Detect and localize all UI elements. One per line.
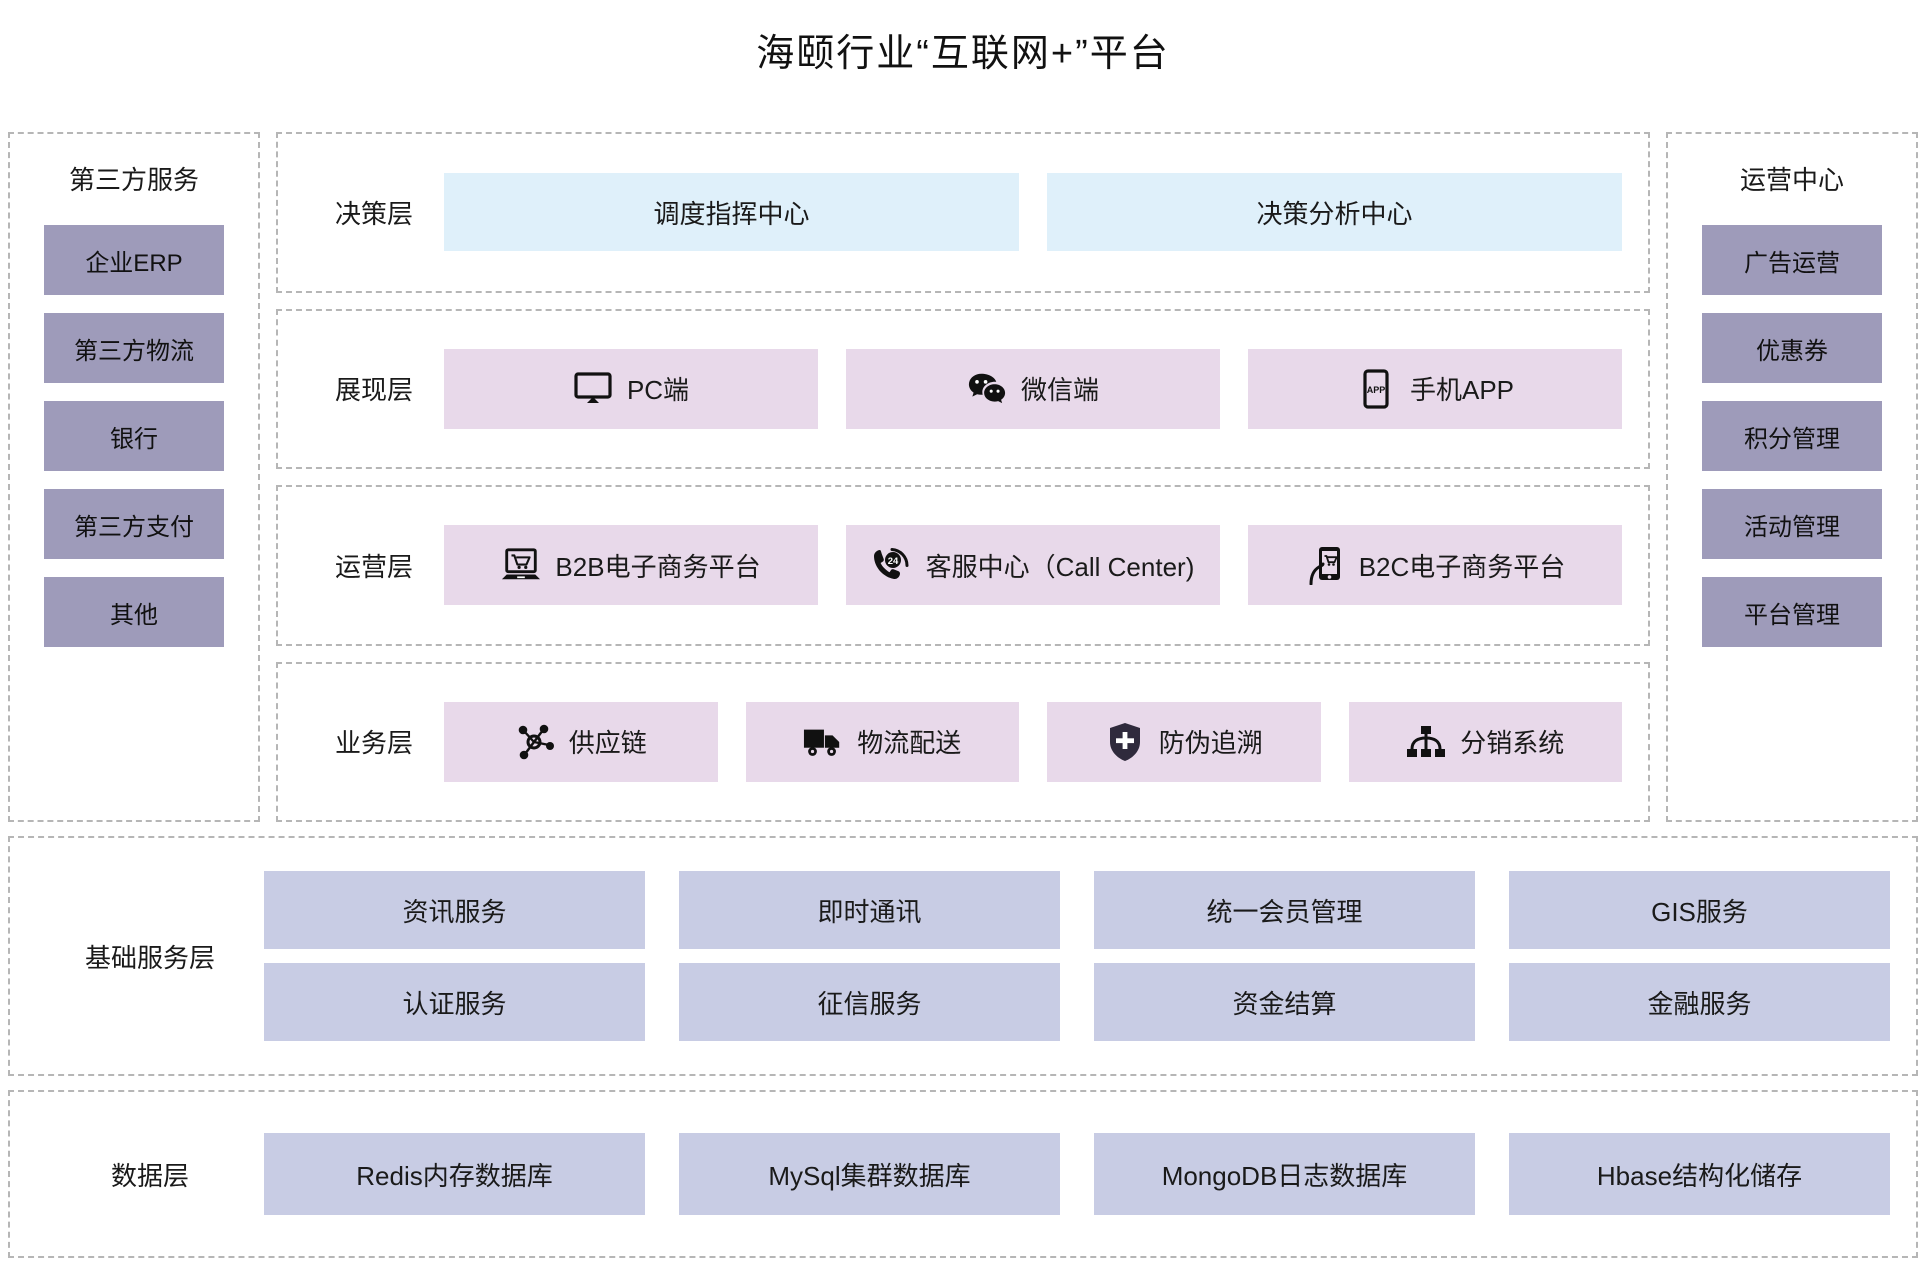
base-service-row: 认证服务 征信服务 资金结算 金融服务 [264, 963, 1890, 1041]
mobile-app-icon: APP [1356, 369, 1396, 409]
left-sidebar-title: 第三方服务 [68, 165, 199, 195]
layer-operation: 运营层 B2B电子 [276, 485, 1650, 646]
base-cell-instant-messaging[interactable]: 即时通讯 [679, 871, 1060, 949]
card-dispatch-command-center[interactable]: 调度指挥中心 [444, 173, 1019, 252]
layer-presentation-label: 展现层 [334, 375, 413, 406]
data-cell-mongodb[interactable]: MongoDB日志数据库 [1094, 1133, 1475, 1215]
layer-operation-cards: B2B电子商务平台 24 客服中心（Call Center) [444, 525, 1622, 606]
card-pc-client[interactable]: PC端 [444, 348, 818, 429]
card-customer-service-center[interactable]: 24 客服中心（Call Center) [846, 525, 1220, 606]
sidebar-item-points-management[interactable]: 积分管理 [1702, 401, 1882, 471]
sidebar-item-enterprise-erp[interactable]: 企业ERP [44, 225, 224, 295]
layer-decision-label: 决策层 [334, 198, 413, 229]
card-label: PC端 [626, 375, 690, 406]
card-anti-counterfeit-traceability[interactable]: 防伪追溯 [1047, 701, 1321, 782]
svg-text:24: 24 [887, 556, 898, 567]
card-label: 分销系统 [1460, 728, 1565, 759]
card-label: 调度指挥中心 [653, 198, 810, 229]
card-supply-chain[interactable]: 供应链 [444, 701, 718, 782]
network-nodes-icon [515, 722, 555, 762]
base-cell-fund-settlement[interactable]: 资金结算 [1094, 963, 1475, 1041]
right-sidebar-title: 运营中心 [1739, 165, 1844, 195]
data-layer-grid: Redis内存数据库 MySql集群数据库 MongoDB日志数据库 Hbase… [264, 1133, 1890, 1215]
left-sidebar: 第三方服务 企业ERP 第三方物流 银行 第三方支付 其他 [8, 132, 260, 822]
layer-business-cards: 供应链 物流配 [444, 701, 1622, 782]
sidebar-item-ad-operation[interactable]: 广告运营 [1702, 225, 1882, 295]
layer-business: 业务层 [276, 661, 1650, 822]
data-cell-mysql[interactable]: MySql集群数据库 [679, 1133, 1060, 1215]
sidebar-item-platform-management[interactable]: 平台管理 [1702, 577, 1882, 647]
base-service-grid: 资讯服务 即时通讯 统一会员管理 GIS服务 认证服务 征信服务 资金结算 金融… [264, 871, 1890, 1041]
layer-business-label: 业务层 [334, 728, 413, 759]
shield-plus-icon [1105, 722, 1145, 762]
laptop-cart-icon [501, 545, 541, 585]
layer-operation-label: 运营层 [334, 551, 413, 582]
mobile-cart-icon [1305, 545, 1345, 586]
sidebar-item-other[interactable]: 其他 [44, 577, 224, 647]
sidebar-item-coupon[interactable]: 优惠券 [1702, 313, 1882, 383]
base-service-layer: 基础服务层 资讯服务 即时通讯 统一会员管理 GIS服务 认证服务 征信服务 资… [8, 836, 1918, 1076]
phone-24-icon: 24 [872, 545, 912, 585]
base-service-layer-label: 基础服务层 [84, 942, 215, 973]
data-layer-label: 数据层 [110, 1160, 189, 1191]
card-label: B2C电子商务平台 [1358, 551, 1566, 582]
card-label: B2B电子商务平台 [555, 551, 761, 582]
right-sidebar: 运营中心 广告运营 优惠券 积分管理 活动管理 平台管理 [1666, 132, 1918, 822]
sidebar-item-third-party-logistics[interactable]: 第三方物流 [44, 313, 224, 383]
card-decision-analysis-center[interactable]: 决策分析中心 [1047, 173, 1622, 252]
layer-decision-cards: 调度指挥中心 决策分析中心 [444, 173, 1622, 252]
data-layer: 数据层 Redis内存数据库 MySql集群数据库 MongoDB日志数据库 H… [8, 1090, 1918, 1258]
card-label: 物流配送 [857, 728, 962, 759]
base-cell-gis-service[interactable]: GIS服务 [1509, 871, 1890, 949]
svg-text:APP: APP [1367, 385, 1386, 395]
card-label: 供应链 [568, 728, 647, 759]
base-cell-unified-member-management[interactable]: 统一会员管理 [1094, 871, 1475, 949]
layer-presentation: 展现层 PC端 [276, 308, 1650, 469]
base-cell-news-service[interactable]: 资讯服务 [264, 871, 645, 949]
card-mobile-app[interactable]: APP 手机APP [1248, 348, 1622, 429]
card-logistics-delivery[interactable]: 物流配送 [745, 701, 1019, 782]
hierarchy-icon [1406, 722, 1446, 762]
base-cell-authentication-service[interactable]: 认证服务 [264, 963, 645, 1041]
page-title: 海颐行业“互联网+”平台 [756, 33, 1170, 75]
card-label: 防伪追溯 [1158, 728, 1263, 759]
card-label: 微信端 [1020, 375, 1099, 406]
card-label: 客服中心（Call Center) [925, 551, 1195, 582]
layer-decision: 决策层 调度指挥中心 决策分析中心 [276, 132, 1650, 293]
sidebar-item-activity-management[interactable]: 活动管理 [1702, 489, 1882, 559]
card-b2c-ecommerce-platform[interactable]: B2C电子商务平台 [1248, 525, 1622, 606]
top-region: 第三方服务 企业ERP 第三方物流 银行 第三方支付 其他 决策层 调度指挥中心… [8, 132, 1918, 822]
card-wechat-client[interactable]: 微信端 [846, 348, 1220, 429]
card-label: 手机APP [1409, 375, 1515, 406]
monitor-icon [573, 369, 613, 409]
truck-icon [803, 722, 843, 762]
data-cell-hbase[interactable]: Hbase结构化储存 [1509, 1133, 1890, 1215]
sidebar-item-bank[interactable]: 银行 [44, 401, 224, 471]
data-cell-redis[interactable]: Redis内存数据库 [264, 1133, 645, 1215]
base-service-row: 资讯服务 即时通讯 统一会员管理 GIS服务 [264, 871, 1890, 949]
card-distribution-system[interactable]: 分销系统 [1348, 701, 1622, 782]
card-label: 决策分析中心 [1256, 198, 1413, 229]
wechat-icon [967, 369, 1007, 409]
layer-presentation-cards: PC端 微信端 [444, 348, 1622, 429]
center-layers: 决策层 调度指挥中心 决策分析中心 展现层 [276, 132, 1650, 822]
base-cell-financial-service[interactable]: 金融服务 [1509, 963, 1890, 1041]
base-cell-credit-service[interactable]: 征信服务 [679, 963, 1060, 1041]
card-b2b-ecommerce-platform[interactable]: B2B电子商务平台 [444, 525, 818, 606]
sidebar-item-third-party-payment[interactable]: 第三方支付 [44, 489, 224, 559]
